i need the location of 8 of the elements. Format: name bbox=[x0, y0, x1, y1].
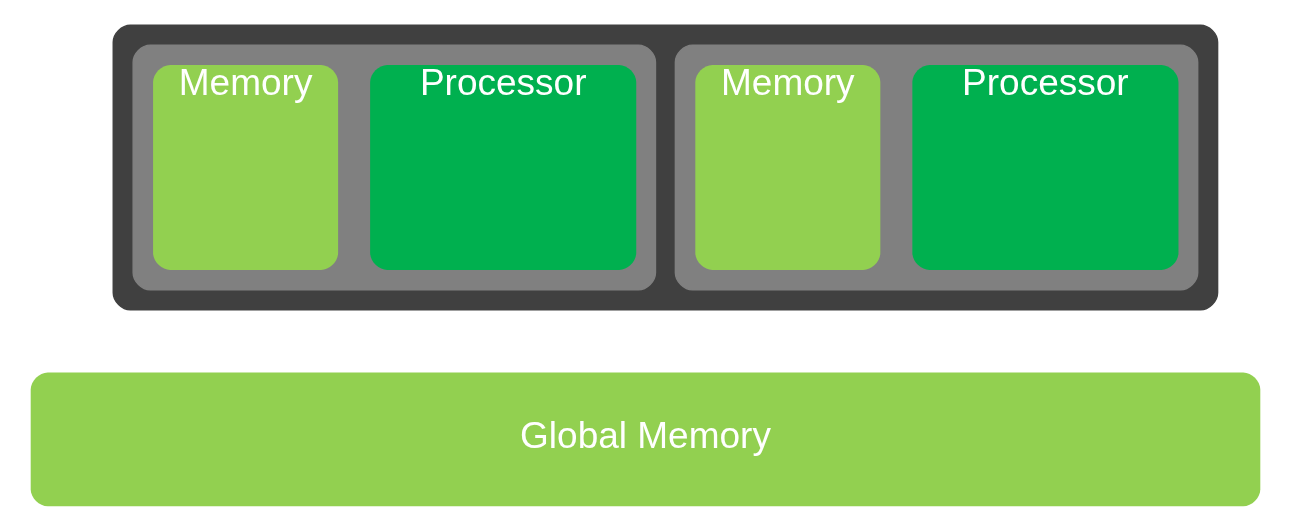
node-box: Processor bbox=[912, 65, 1179, 270]
cluster bbox=[112, 24, 1219, 311]
cluster bbox=[674, 44, 1199, 291]
node-box: Processor bbox=[370, 65, 637, 270]
cluster bbox=[132, 44, 657, 291]
node-box: Memory bbox=[695, 65, 881, 270]
node-box: Memory bbox=[153, 65, 339, 270]
node-box: Global Memory bbox=[30, 372, 1261, 507]
